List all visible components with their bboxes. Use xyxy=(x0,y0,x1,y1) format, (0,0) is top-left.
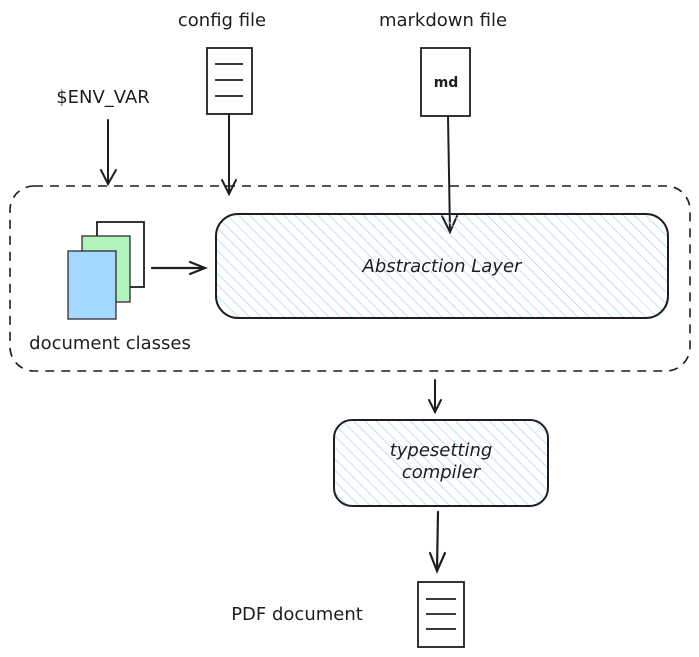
typesetting-compiler-box xyxy=(333,419,549,507)
config-file-icon xyxy=(206,47,253,115)
abstraction-layer-box xyxy=(215,213,669,319)
markdown-file-icon xyxy=(420,47,471,117)
document-classes-label: document classes xyxy=(29,333,191,354)
config-arrow xyxy=(221,113,237,197)
markdown-doc-text: md xyxy=(433,75,459,91)
markdown-file-label: markdown file xyxy=(378,10,508,31)
document-classes-icon xyxy=(67,221,145,320)
config-file-label: config file xyxy=(177,10,267,31)
abstraction-layer-label: Abstraction Layer xyxy=(362,256,522,277)
typesetting-line-1: typesetting xyxy=(389,440,493,461)
env-var-arrow xyxy=(100,119,117,187)
env-var-label: $ENV_VAR xyxy=(56,87,150,108)
group-container xyxy=(9,185,691,372)
classes-arrow xyxy=(150,260,208,276)
pdf-document-icon xyxy=(417,581,465,648)
typesetting-line-2: compiler xyxy=(401,461,481,483)
container-to-compiler-arrow xyxy=(428,379,442,415)
typesetting-compiler-label: typesetting compiler xyxy=(334,440,548,483)
pdf-document-label: PDF document xyxy=(231,604,363,625)
compiler-to-pdf-arrow xyxy=(428,510,447,574)
